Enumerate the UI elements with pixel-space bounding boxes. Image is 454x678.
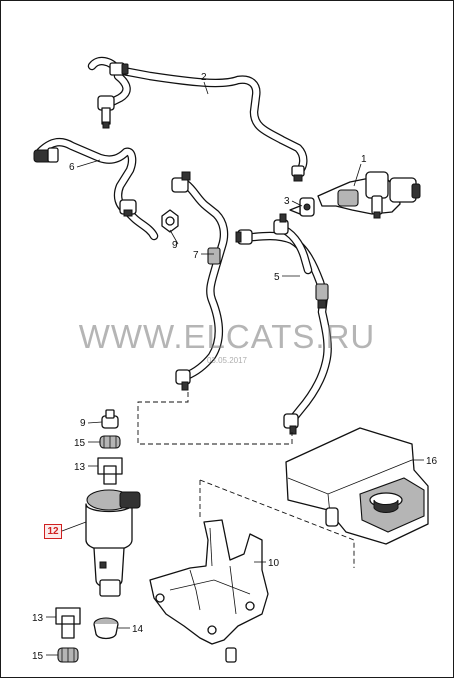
callout-9-lower: 9	[80, 418, 86, 429]
grommet-14[interactable]	[93, 617, 119, 640]
watermark: WWW.ELCATS.RU	[78, 318, 376, 355]
callout-13-lower: 13	[32, 613, 44, 624]
clamp-13-upper[interactable]	[97, 457, 123, 485]
hose-2-connector-top	[97, 62, 129, 129]
bracket-10[interactable]	[149, 519, 269, 663]
grommet-15-upper[interactable]	[99, 435, 121, 449]
callout-5: 5	[274, 272, 280, 283]
hose-7[interactable]	[181, 179, 229, 381]
callout-3: 3	[284, 196, 290, 207]
hose-6-connector-mid	[119, 199, 137, 217]
callout-12-highlight[interactable]: 12	[44, 524, 62, 539]
pump-12[interactable]	[85, 489, 141, 597]
callout-14: 14	[132, 624, 144, 635]
callout-15-upper: 15	[74, 438, 86, 449]
connection-line-upper	[137, 392, 293, 445]
callout-2: 2	[201, 72, 207, 83]
callout-9-top: 9	[172, 240, 178, 251]
clamp-13-lower[interactable]	[55, 607, 81, 639]
watermark-date: 03.05.2017	[206, 356, 248, 365]
hose-2-connector-end	[291, 165, 305, 182]
callout-13-upper: 13	[74, 462, 86, 473]
callout-16: 16	[426, 456, 438, 467]
hose-5-connectors	[235, 213, 329, 435]
grommet-15-lower[interactable]	[57, 647, 79, 663]
callout-6: 6	[69, 162, 75, 173]
hose-6-connector-left	[33, 147, 59, 163]
clip-3[interactable]	[289, 197, 315, 217]
leader-lines	[46, 81, 424, 656]
fitting-9-lower[interactable]	[101, 409, 119, 429]
callout-10: 10	[268, 558, 280, 569]
fitting-9-top[interactable]	[161, 209, 179, 233]
control-unit-16[interactable]	[285, 427, 429, 545]
hose-7-connectors	[171, 171, 221, 391]
callout-7: 7	[193, 250, 199, 261]
valve-1[interactable]	[317, 171, 421, 219]
callout-1: 1	[361, 154, 367, 165]
hose-6[interactable]	[35, 137, 159, 241]
callout-15-lower: 15	[32, 651, 44, 662]
